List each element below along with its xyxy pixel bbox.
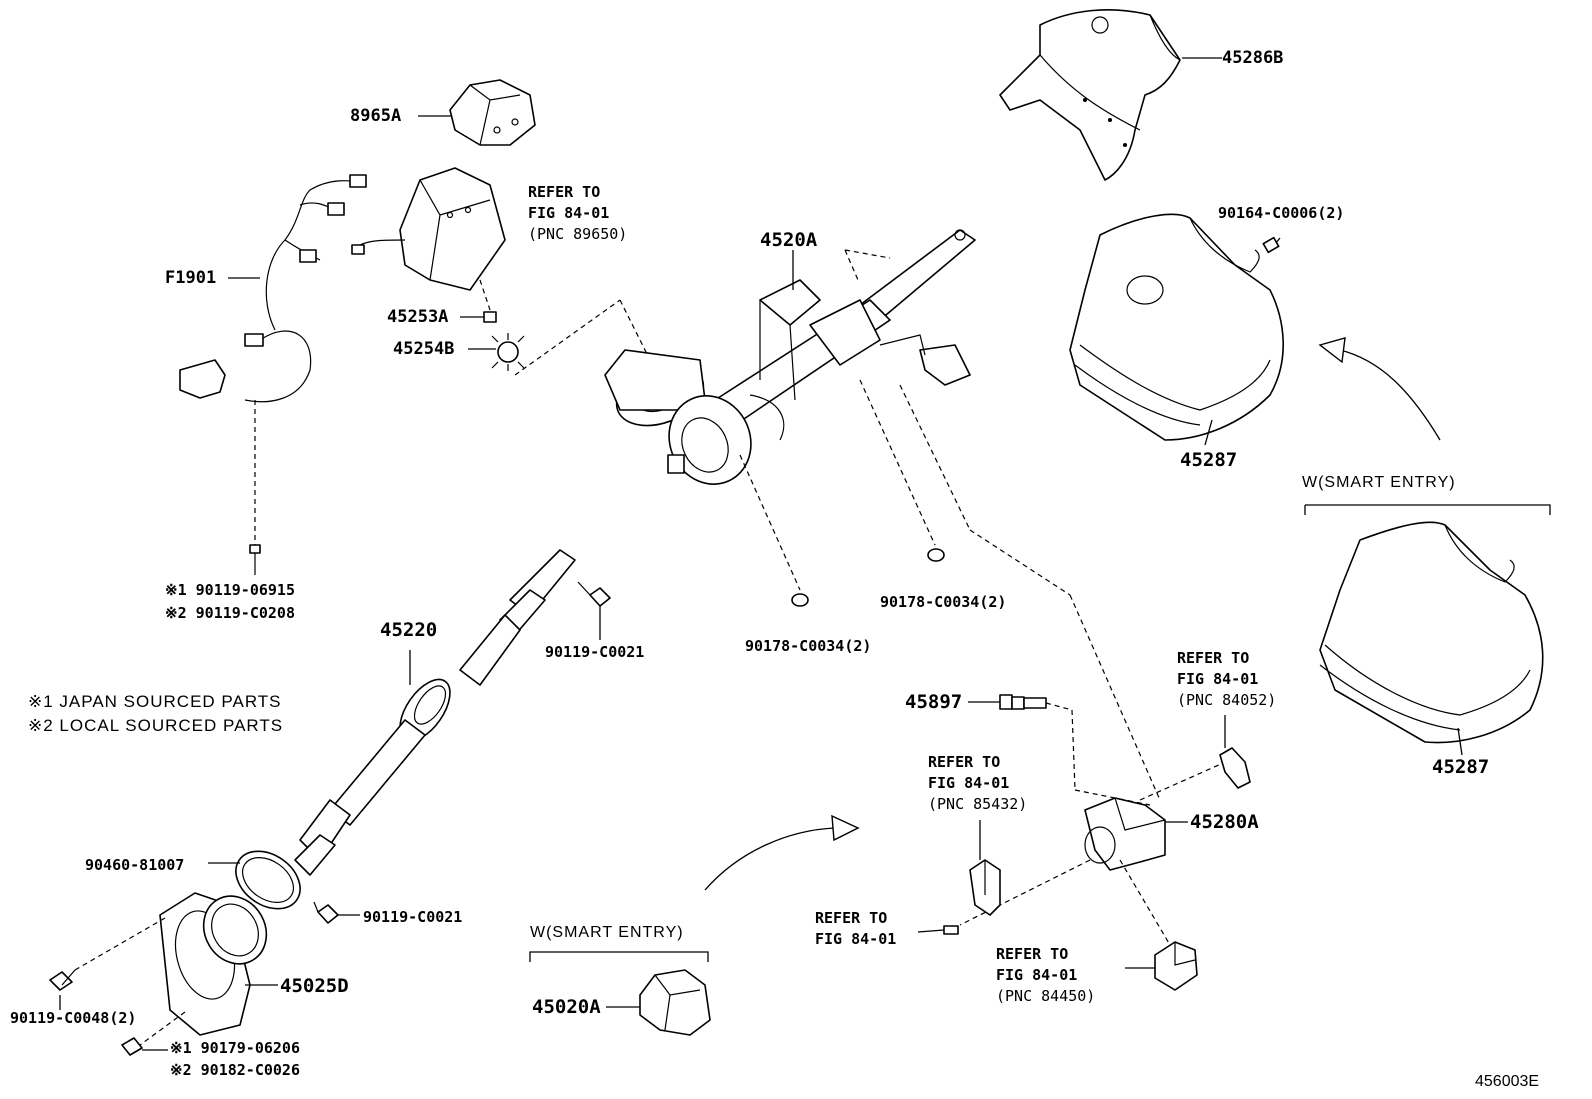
label-90182-C0026: ※2 90182-C0026 [170, 1061, 300, 1079]
label-90119-C0021-lower: 90119-C0021 [363, 908, 463, 926]
ref-84052-line1: REFER TO [1177, 649, 1250, 667]
lower-column-cover-45287-smart [1319, 521, 1544, 744]
nut-90178-b [927, 548, 945, 562]
ref-89650-line1: REFER TO [528, 183, 601, 201]
lower-column-cover-45287-top [1069, 213, 1284, 441]
ref-pnc-84052: REFER TO FIG 84-01 (PNC 84052) [1177, 648, 1276, 711]
wire-harness-F1901 [179, 174, 367, 403]
label-90119-06915: ※1 90119-06915 [165, 581, 295, 599]
sensor-block-89650 [351, 167, 506, 291]
intermediate-shaft-45220 [294, 549, 576, 876]
label-4520A: 4520A [760, 229, 818, 251]
bolt-90164 [1262, 236, 1280, 254]
bolt-90119-C0021-lower [313, 901, 339, 924]
ref-85432-line3: (PNC 85432) [928, 795, 1028, 813]
label-smart-entry-bottom: W(SMART ENTRY) [530, 924, 684, 941]
ref-84052-line3: (PNC 84052) [1177, 691, 1277, 709]
label-90460-81007: 90460-81007 [85, 856, 185, 874]
ref-8401-line1: REFER TO [815, 909, 888, 927]
label-90119-C0048: 90119-C0048(2) [10, 1009, 137, 1027]
ref-pnc-89650: REFER TO FIG 84-01 (PNC 89650) [528, 182, 627, 245]
label-45897: 45897 [905, 691, 963, 713]
label-45280A: 45280A [1190, 811, 1259, 833]
ref-fig-84-01: REFER TO FIG 84-01 [815, 908, 896, 950]
bolt-90119-C0021-upper [577, 581, 611, 607]
ref-pnc-85432: REFER TO FIG 84-01 (PNC 85432) [928, 752, 1027, 815]
note-local-sourced: ※2 LOCAL SOURCED PARTS [28, 716, 284, 735]
bolt-90179-06206 [121, 1037, 143, 1056]
bolt-90119-C0048 [49, 969, 76, 991]
ref-85432-line1: REFER TO [928, 753, 1001, 771]
clip-84052 [1219, 747, 1251, 789]
label-90178-b: 90178-C0034(2) [880, 593, 1007, 611]
label-45287-bottom: 45287 [1432, 756, 1490, 778]
ref-84450-line2: FIG 84-01 [996, 966, 1078, 984]
key-cylinder-45280A [1084, 797, 1166, 871]
ref-84450-line3: (PNC 84450) [996, 987, 1096, 1005]
label-45287-top: 45287 [1180, 449, 1238, 471]
label-90119-C0208: ※2 90119-C0208 [165, 604, 295, 622]
steering-column-4520A [604, 229, 976, 485]
nut-90178-a [791, 593, 809, 607]
bolt-45897 [999, 694, 1047, 710]
label-45025D: 45025D [280, 975, 349, 997]
label-45220: 45220 [380, 619, 438, 641]
note-japan-sourced: ※1 JAPAN SOURCED PARTS [28, 692, 282, 711]
diagram-id: 456003E [1475, 1073, 1540, 1090]
ref-84052-line2: FIG 84-01 [1177, 670, 1259, 688]
screw-84-01 [943, 925, 959, 935]
switch-85432 [969, 859, 1001, 916]
ecu-8965A [449, 79, 536, 146]
ref-84450-line1: REFER TO [996, 945, 1069, 963]
clamp-90460 [235, 850, 301, 910]
ref-89650-line3: (PNC 89650) [528, 225, 628, 243]
ref-89650-line2: FIG 84-01 [528, 204, 610, 222]
label-45254B: 45254B [393, 339, 455, 359]
label-45253A: 45253A [387, 307, 449, 327]
label-8965A: 8965A [350, 106, 402, 126]
label-90164-C0006: 90164-C0006(2) [1218, 204, 1345, 222]
ref-85432-line2: FIG 84-01 [928, 774, 1010, 792]
small-part-45253A [483, 311, 497, 323]
ref-pnc-84450: REFER TO FIG 84-01 (PNC 84450) [996, 944, 1095, 1007]
switch-45020A [639, 969, 711, 1036]
label-45020A: 45020A [532, 996, 601, 1018]
switch-84450 [1154, 941, 1198, 991]
gear-45254B [491, 333, 525, 371]
label-90119-C0021-upper: 90119-C0021 [545, 643, 645, 661]
hole-cover-45025D [159, 892, 268, 1036]
bolt-90119-06915 [249, 544, 261, 575]
label-smart-entry-top: W(SMART ENTRY) [1302, 474, 1456, 491]
upper-column-cover-45286B [999, 9, 1181, 181]
label-90178-a: 90178-C0034(2) [745, 637, 872, 655]
label-F1901: F1901 [165, 268, 217, 288]
ref-8401-line2: FIG 84-01 [815, 930, 897, 948]
label-90179-06206: ※1 90179-06206 [170, 1039, 300, 1057]
label-45286B: 45286B [1222, 48, 1284, 68]
sourcing-notes: ※1 JAPAN SOURCED PARTS ※2 LOCAL SOURCED … [28, 690, 283, 738]
